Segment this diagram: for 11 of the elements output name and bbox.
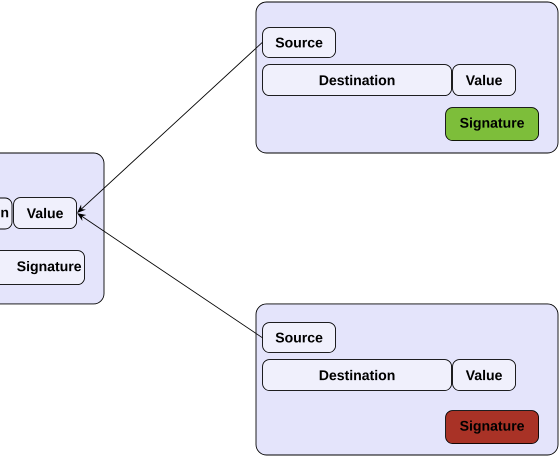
field-box: Source — [262, 322, 336, 353]
field-box: Value — [452, 64, 516, 96]
signature-box: Signature — [445, 410, 539, 444]
signature-box: Signature — [445, 107, 539, 141]
field-box: Destination — [262, 359, 452, 391]
field-box: Value — [452, 359, 516, 391]
field-box: n — [0, 198, 12, 230]
signature-box: Signature — [0, 250, 85, 285]
field-box: Source — [262, 27, 336, 58]
field-box: Value — [13, 197, 77, 229]
field-box: Destination — [262, 64, 452, 96]
